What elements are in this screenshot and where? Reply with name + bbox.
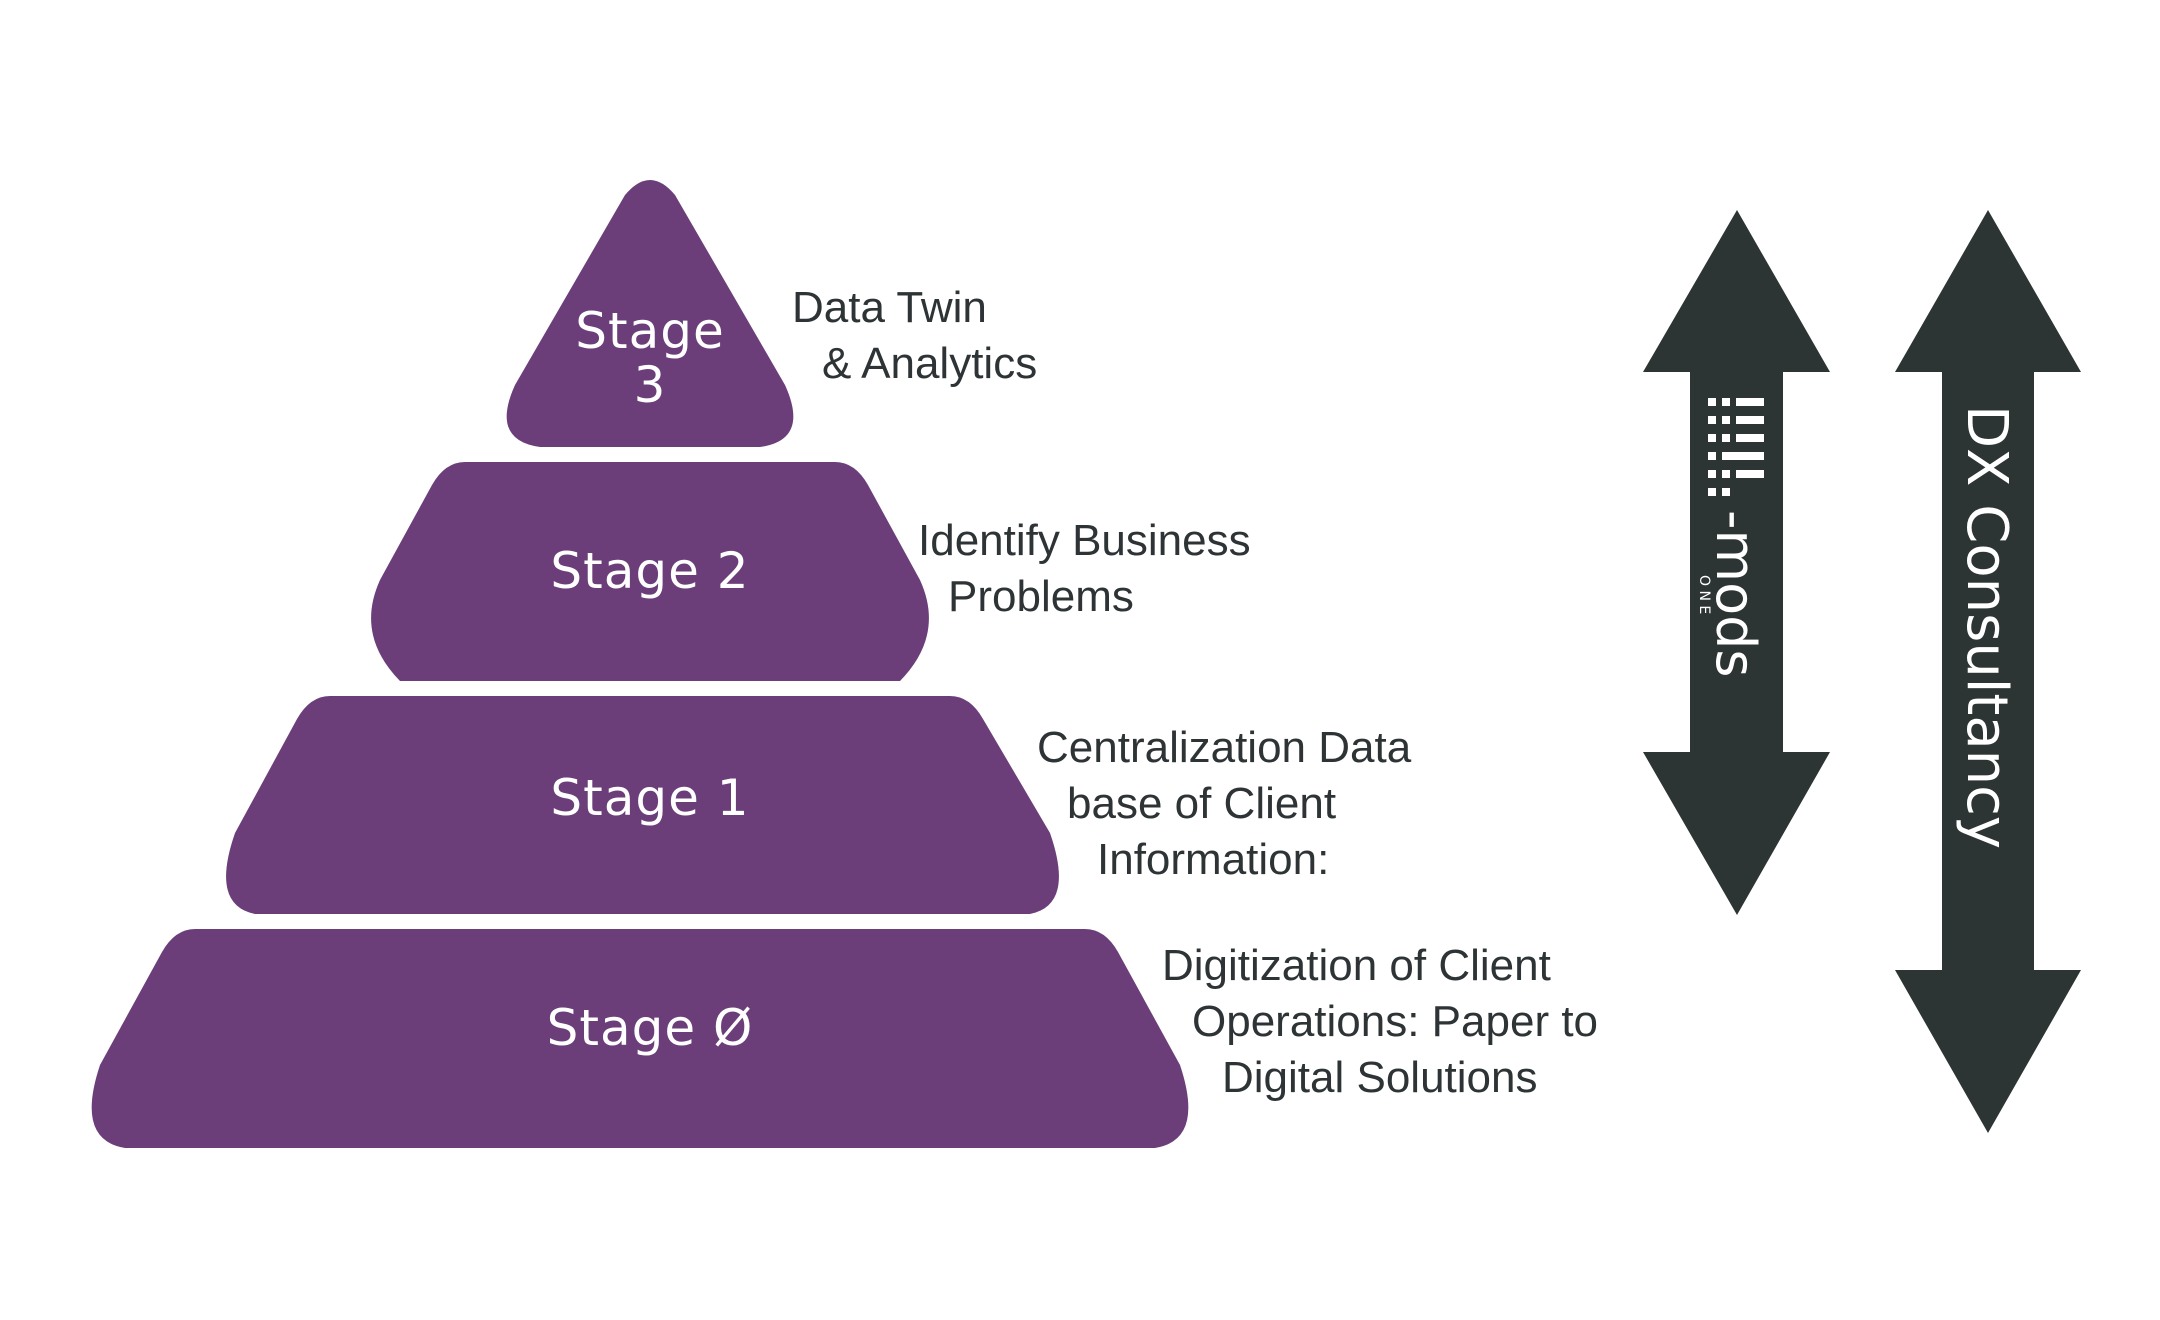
stage-0-shape [91, 929, 1189, 1148]
pyramid: Stage 3 Stage 2 Stage 1 Stage Ø [91, 180, 1189, 1148]
stage-2-desc-line1: Identify Business [918, 516, 1251, 565]
stage-3-label-line2: 3 [634, 356, 667, 414]
stage-1-label: Stage 1 [550, 769, 749, 827]
stage-3-shape [506, 180, 794, 447]
mods-logo-subtext: O N E [1696, 575, 1712, 614]
double-arrow-icon [1643, 210, 1830, 915]
stage-1-desc-line2: base of Client [1067, 779, 1336, 828]
stage-1-desc-line1: Centralization Data [1037, 723, 1412, 772]
stage-1-shape [226, 696, 1059, 914]
stage-0-label: Stage Ø [547, 999, 754, 1057]
stage-3-label-line1: Stage [575, 302, 724, 360]
dx-consultancy-text: DX Consultancy [1954, 405, 2019, 849]
double-arrow-icon [1895, 210, 2081, 1133]
stage-3-desc-line2: & Analytics [822, 339, 1037, 388]
stage-0-desc-line1: Digitization of Client [1162, 941, 1551, 990]
mods-logo-icon [1708, 398, 1764, 496]
stage-2-shape [371, 462, 929, 681]
stage-2-desc-line2: Problems [948, 572, 1134, 621]
left-double-arrow: -mods O N E [1643, 210, 1830, 915]
right-double-arrow: DX Consultancy [1895, 210, 2081, 1133]
stage-1-desc-line3: Information: [1097, 835, 1329, 884]
stage-0-desc-line3: Digital Solutions [1222, 1053, 1538, 1102]
stage-2-label: Stage 2 [550, 542, 749, 600]
stage-descriptions: Data Twin & Analytics Identify Business … [792, 283, 1598, 1102]
stage-3-desc-line1: Data Twin [792, 283, 987, 332]
mods-logo-text: -mods [1704, 510, 1767, 678]
stage-0-desc-line2: Operations: Paper to [1192, 997, 1598, 1046]
